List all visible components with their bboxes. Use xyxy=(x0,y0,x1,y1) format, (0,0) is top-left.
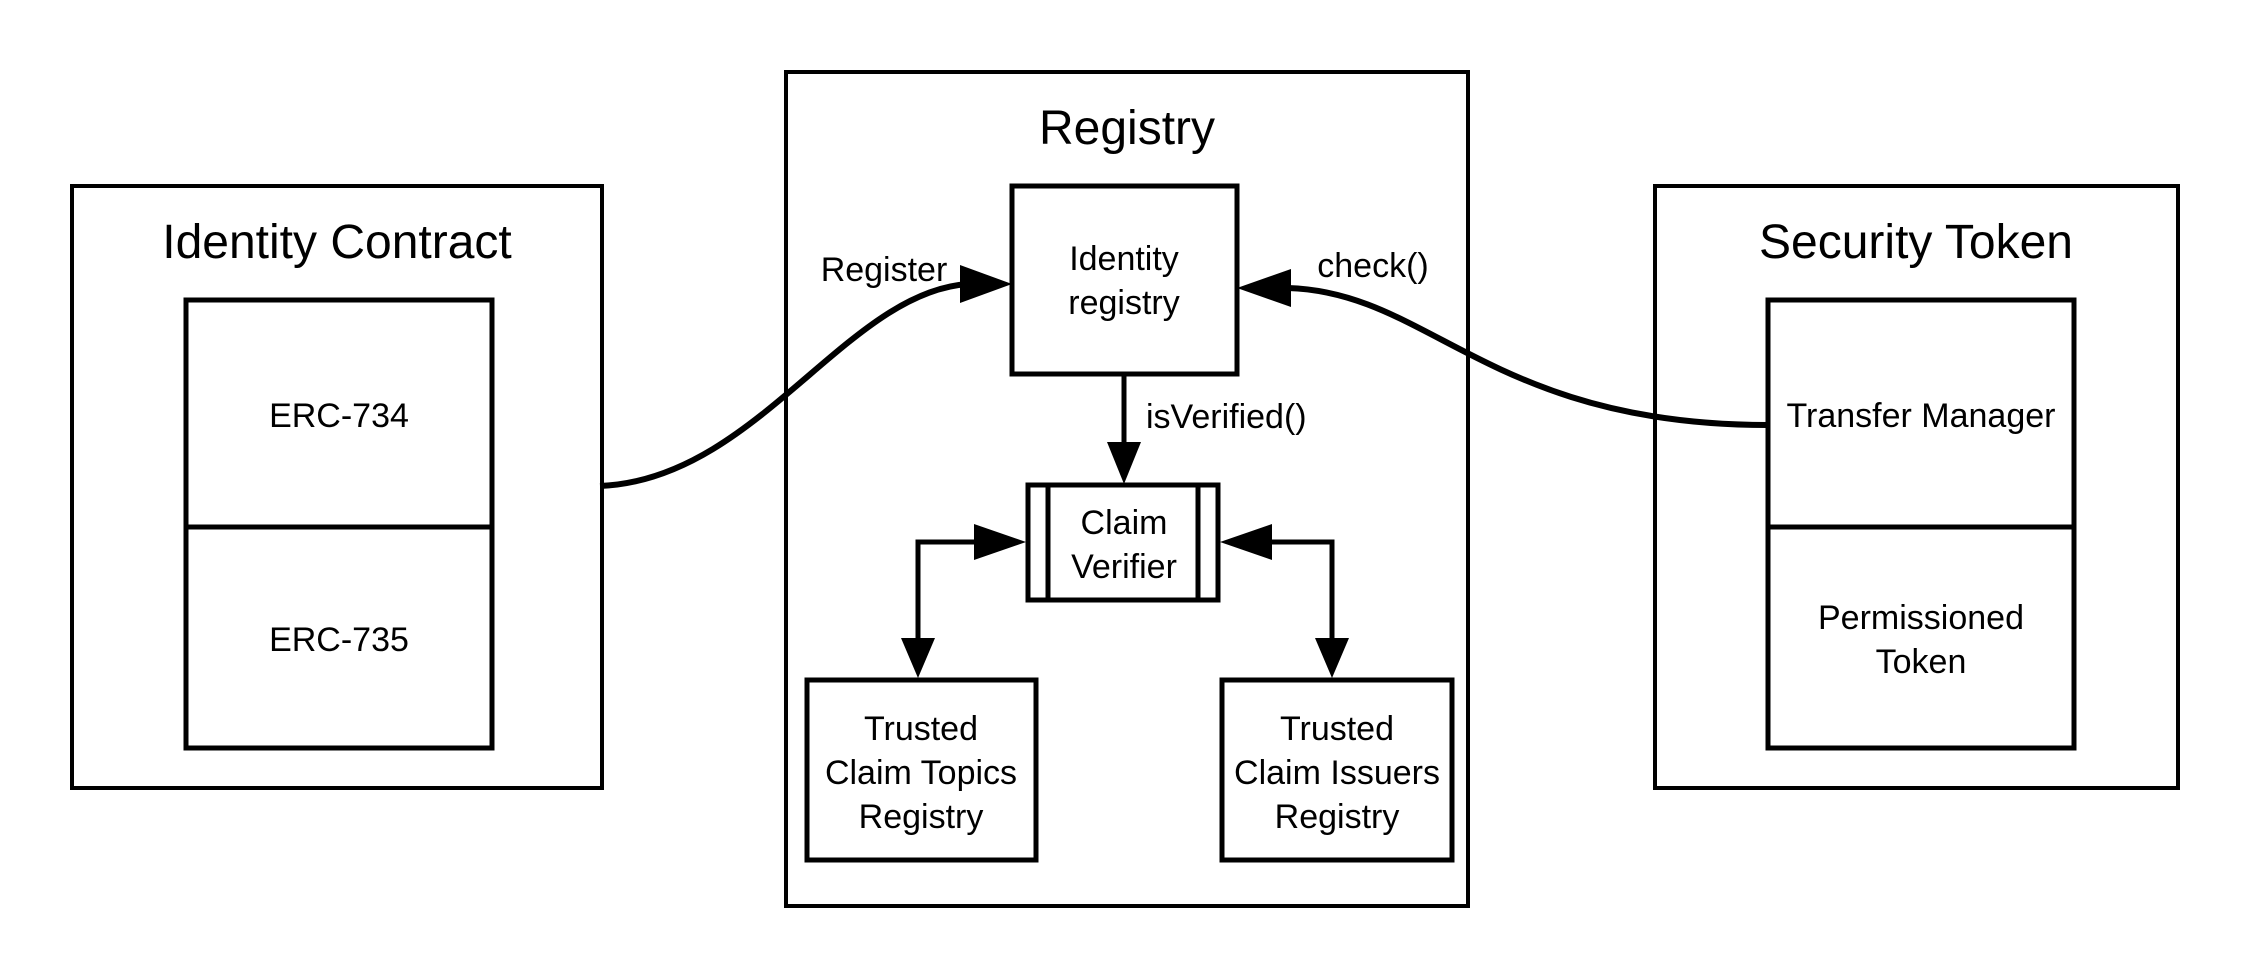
register-edge-curve xyxy=(599,281,969,489)
trusted-claim-topics-label-line1: Trusted xyxy=(864,710,978,748)
identity-registry-label-line2: registry xyxy=(1068,284,1179,322)
edge-check: check() xyxy=(1237,247,1769,428)
issuers-down-arrowhead-icon xyxy=(1315,638,1349,678)
topics-edge-elbow xyxy=(915,539,974,642)
check-edge-curve xyxy=(1287,285,1769,428)
permissioned-token-label-line1: Permissioned xyxy=(1818,599,2024,637)
claim-verifier-label-line1: Claim xyxy=(1081,504,1168,542)
trusted-claim-topics-label-line2: Claim Topics xyxy=(825,754,1017,792)
edge-topics-link xyxy=(901,524,1026,678)
claim-verifier-node xyxy=(1025,482,1221,603)
identity-registry-node xyxy=(1009,183,1240,377)
register-edge-label: Register xyxy=(821,251,948,289)
security-token-box xyxy=(1653,184,2180,790)
trusted-claim-issuers-label-line2: Claim Issuers xyxy=(1234,754,1440,792)
issuers-left-arrowhead-icon xyxy=(1220,524,1272,560)
claim-verifier-label-line2: Verifier xyxy=(1071,548,1177,586)
is-verified-edge-label: isVerified() xyxy=(1146,398,1307,436)
transfer-manager-node xyxy=(1765,297,2077,530)
topics-down-arrowhead-icon xyxy=(901,638,935,678)
issuers-edge-elbow xyxy=(1272,539,1335,642)
identity-contract-title: Identity Contract xyxy=(162,216,512,269)
trusted-claim-issuers-registry-node xyxy=(1219,677,1455,863)
permissioned-token-label-line2: Token xyxy=(1876,643,1967,681)
edge-issuers-link xyxy=(1220,524,1349,678)
transfer-manager-label: Transfer Manager xyxy=(1787,397,2056,435)
register-arrowhead-icon xyxy=(960,265,1012,303)
erc-735-node xyxy=(183,524,495,751)
edge-register: Register xyxy=(599,251,1012,489)
trusted-claim-topics-label-line3: Registry xyxy=(859,798,984,836)
trusted-claim-issuers-label-line1: Trusted xyxy=(1280,710,1394,748)
permissioned-token-node xyxy=(1765,524,2077,751)
erc-735-label: ERC-735 xyxy=(269,621,409,659)
registry-container: Registry Identity registry Claim Verifie… xyxy=(784,70,1470,908)
registry-box xyxy=(784,70,1470,908)
check-edge-label: check() xyxy=(1317,247,1428,285)
is-verified-arrowhead-icon xyxy=(1107,442,1141,484)
identity-contract-container: Identity Contract ERC-734 ERC-735 xyxy=(70,184,604,790)
trusted-claim-topics-registry-node xyxy=(804,677,1039,863)
trusted-claim-issuers-label-line3: Registry xyxy=(1275,798,1400,836)
security-token-title: Security Token xyxy=(1759,216,2073,269)
identity-registry-label-line1: Identity xyxy=(1069,240,1179,278)
security-token-container: Security Token Transfer Manager Permissi… xyxy=(1653,184,2180,790)
erc-734-label: ERC-734 xyxy=(269,397,409,435)
check-arrowhead-icon xyxy=(1237,269,1291,307)
registry-title: Registry xyxy=(1039,102,1215,155)
topics-right-arrowhead-icon xyxy=(974,524,1026,560)
edge-is-verified: isVerified() xyxy=(1107,374,1307,484)
